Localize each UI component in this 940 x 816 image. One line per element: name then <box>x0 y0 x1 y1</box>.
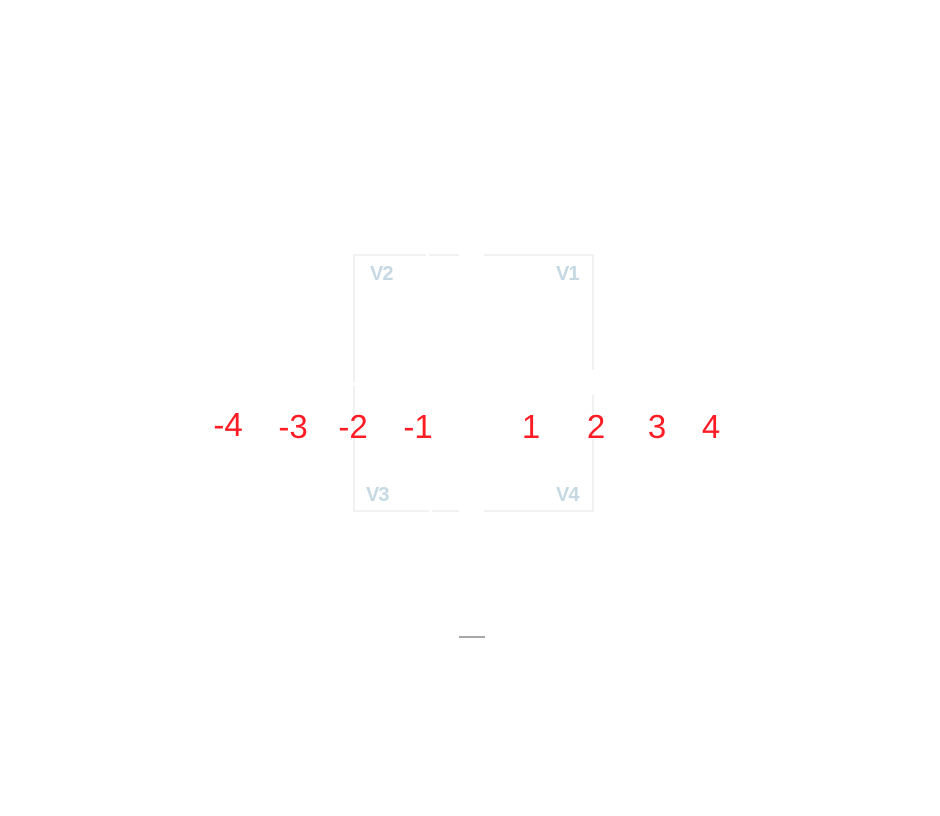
quadrant-label-v4: V4 <box>556 484 579 506</box>
frame-right-upper <box>592 254 594 370</box>
axis-number: 1 <box>521 408 541 445</box>
frame-bottom-mid <box>432 510 459 512</box>
frame-bottom-right <box>484 510 594 512</box>
quadrant-label-v2: V2 <box>370 263 393 285</box>
frame-left-upper <box>353 254 355 382</box>
quadrant-label-v1: V1 <box>556 263 579 285</box>
axis-number: 3 <box>647 408 667 445</box>
axis-number: -4 <box>213 406 243 443</box>
axis-number: -2 <box>338 408 368 445</box>
frame-top-right <box>484 254 594 256</box>
axis-number: -1 <box>403 408 433 445</box>
axis-number: 2 <box>586 408 606 445</box>
quadrant-label-v3: V3 <box>366 484 389 506</box>
frame-bottom-left <box>353 510 429 512</box>
axis-number: -3 <box>278 408 308 445</box>
frame-left-lower <box>353 386 355 512</box>
frame-right-lower <box>592 395 594 512</box>
frame-top-mid <box>429 254 459 256</box>
axis-number: 4 <box>701 408 721 445</box>
frame-top-left <box>353 254 426 256</box>
dash-mark <box>459 636 485 638</box>
